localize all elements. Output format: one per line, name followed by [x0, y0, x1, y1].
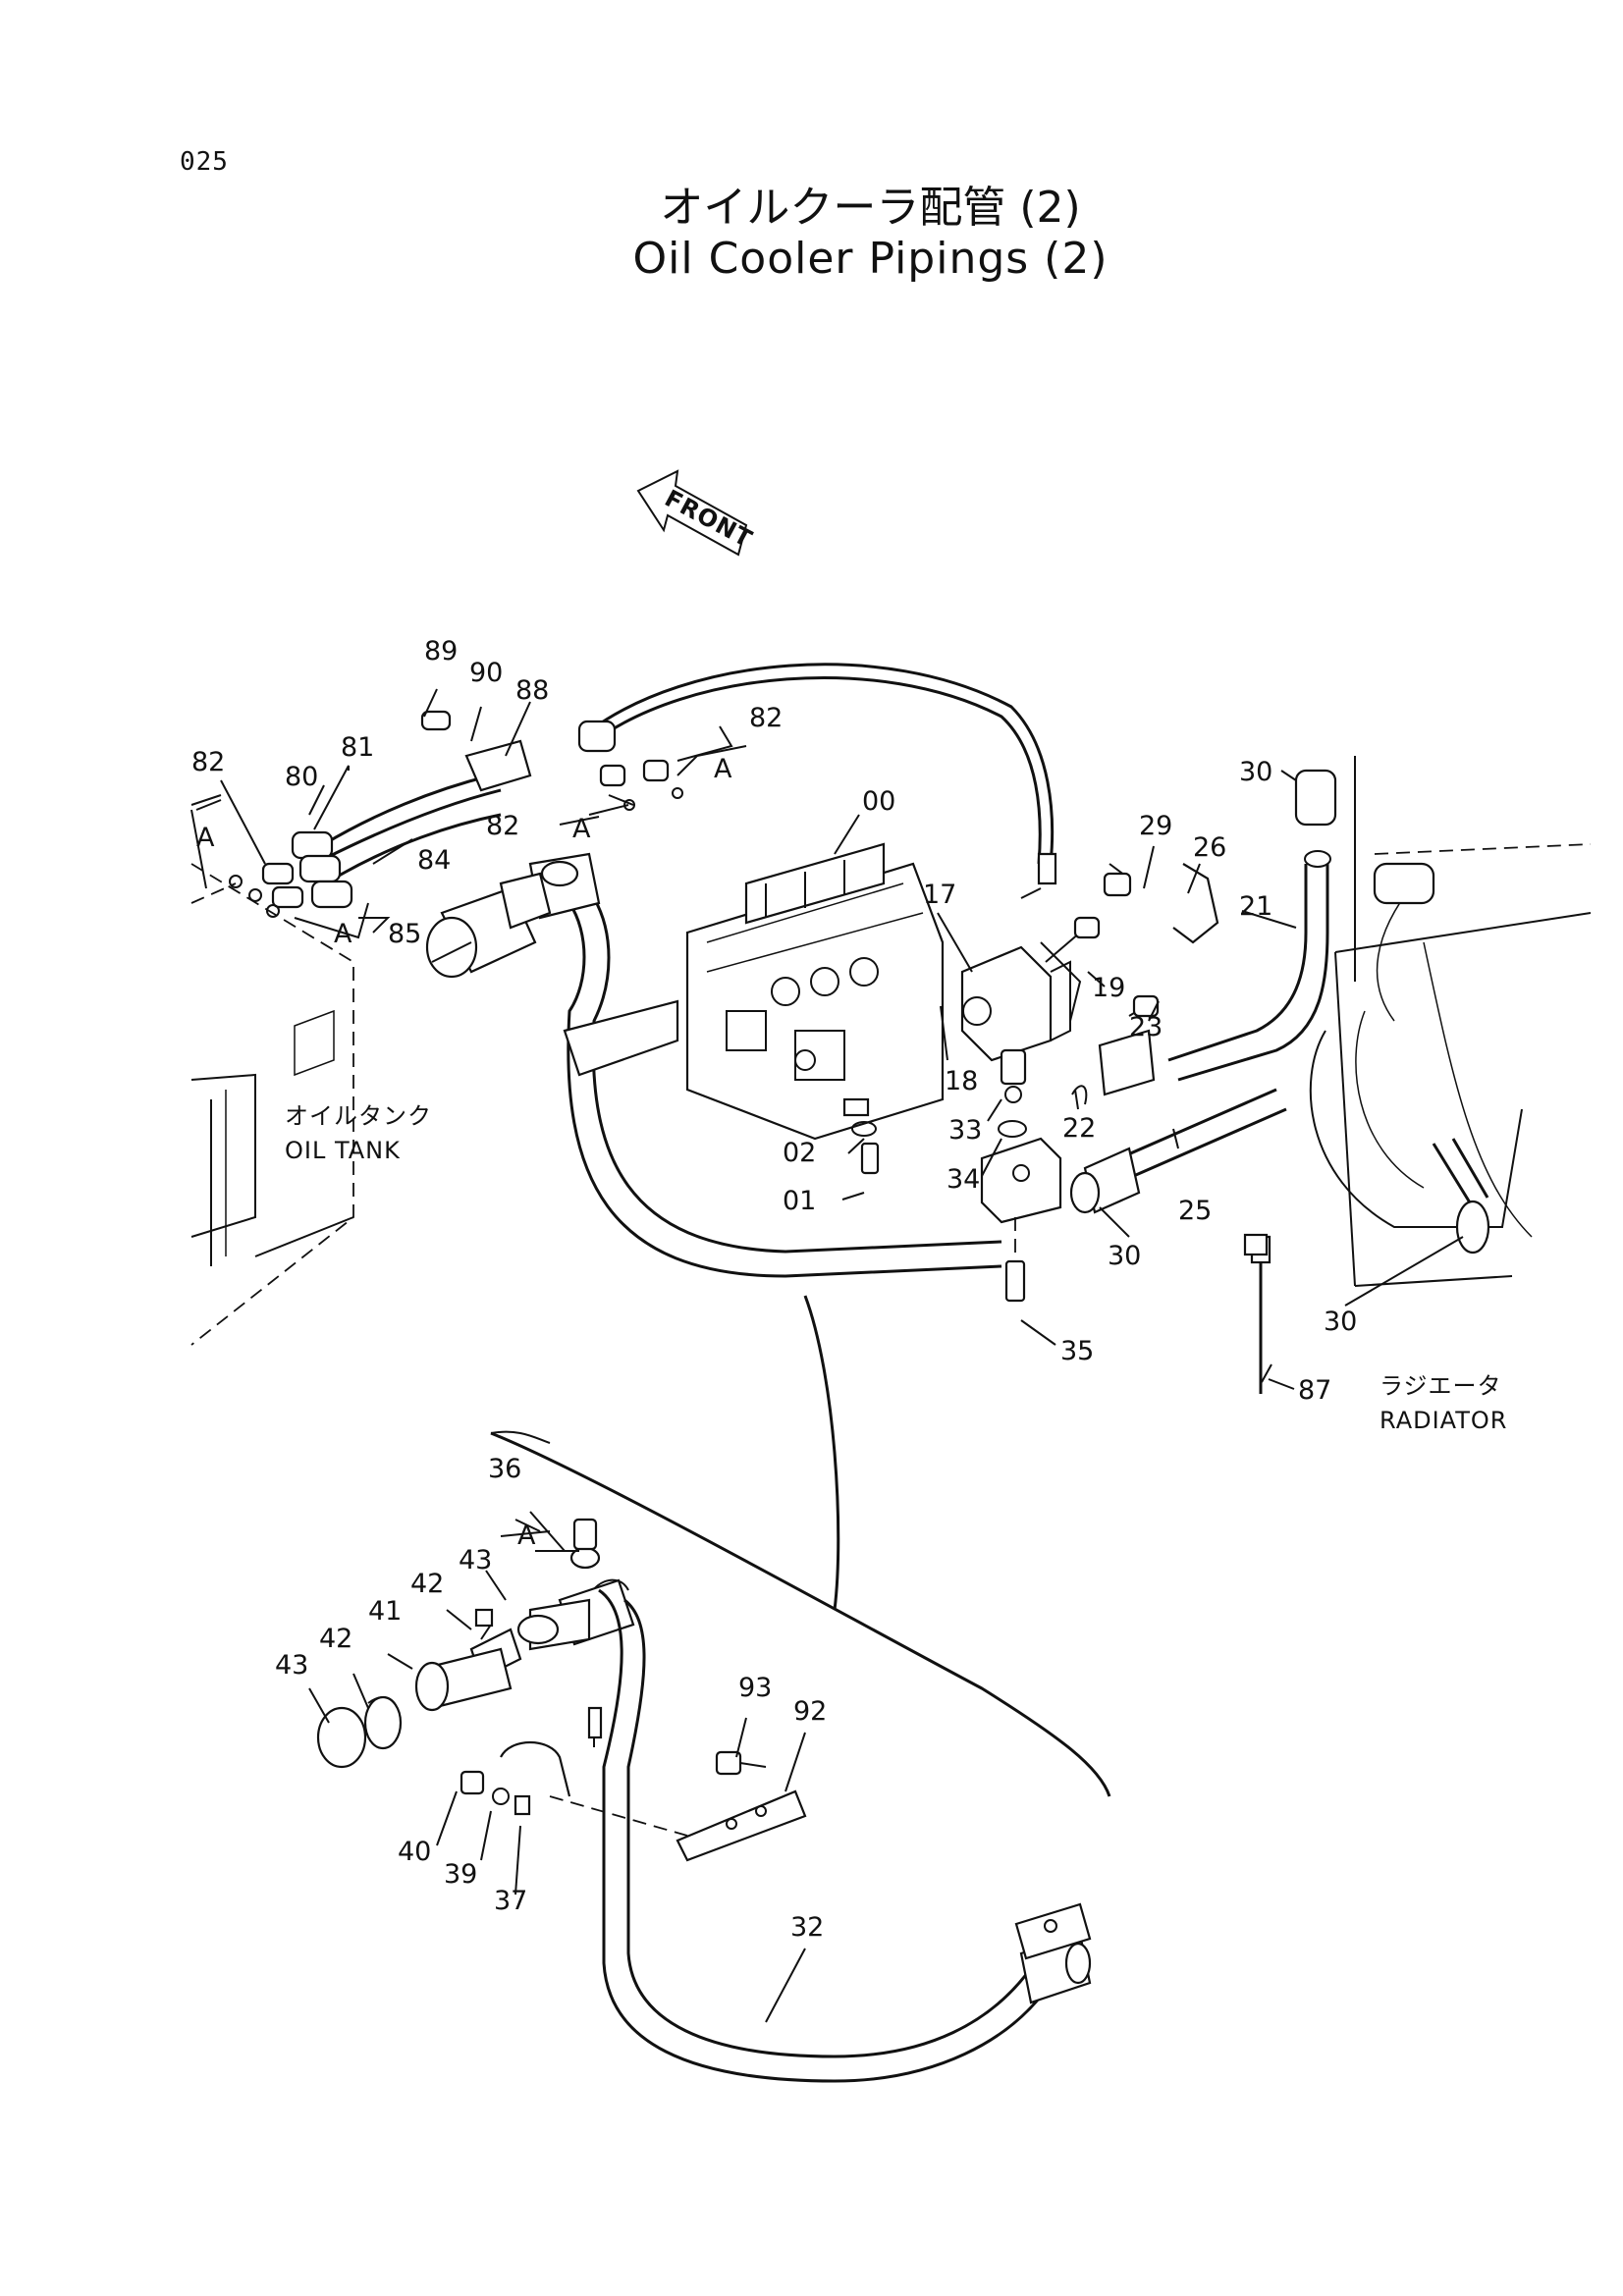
callout-34: 34 [947, 1164, 980, 1195]
callout-93: 93 [738, 1673, 772, 1703]
callout-02: 02 [783, 1138, 816, 1168]
callout-30-mid: 30 [1108, 1241, 1141, 1271]
callout-92: 92 [793, 1696, 827, 1727]
radiator-en-label: RADIATOR [1380, 1407, 1507, 1434]
title-english: Oil Cooler Pipings (2) [632, 234, 1109, 284]
callout-82-left: 82 [191, 747, 225, 777]
radiator [1309, 756, 1592, 1287]
suction-filter [425, 872, 552, 979]
callout-81: 81 [341, 732, 374, 763]
fittings-left [229, 710, 1057, 918]
callout-30-top: 30 [1239, 757, 1272, 787]
radiator-jp-label: ラジエータ [1380, 1372, 1502, 1400]
cable-tie [1243, 1233, 1269, 1256]
callout-87: 87 [1298, 1375, 1331, 1406]
connection-lines [490, 1295, 1111, 1797]
callout-a-4: A [334, 919, 352, 949]
callout-43-upper: 43 [459, 1545, 492, 1575]
hoses [323, 663, 1055, 881]
callout-01: 01 [783, 1186, 816, 1216]
callout-85: 85 [388, 919, 421, 949]
callout-21: 21 [1239, 891, 1272, 922]
callout-17: 17 [923, 880, 956, 910]
callout-41: 41 [368, 1596, 402, 1627]
lower-assembly [316, 1518, 1092, 2083]
callout-23: 23 [1129, 1012, 1163, 1042]
callout-42-upper: 42 [410, 1569, 444, 1599]
callout-35: 35 [1060, 1336, 1094, 1366]
oil-tank [190, 863, 354, 1346]
callout-33: 33 [948, 1115, 982, 1146]
callout-00: 00 [862, 786, 895, 817]
callout-42-lower: 42 [319, 1624, 352, 1654]
callout-a-2: A [572, 814, 591, 844]
callout-40: 40 [398, 1837, 431, 1867]
callout-22: 22 [1062, 1113, 1096, 1144]
callout-39: 39 [444, 1859, 477, 1890]
callout-82-mid: 82 [486, 811, 519, 841]
return-pipe [528, 852, 1002, 1278]
control-valve [685, 842, 945, 1141]
callout-18: 18 [945, 1066, 978, 1096]
page-number: 025 [180, 147, 229, 177]
leader-lines [190, 688, 1464, 2023]
callout-a-3: A [714, 754, 732, 784]
oil-tank-jp-label: オイルタンク [285, 1102, 432, 1130]
callout-88: 88 [515, 675, 549, 706]
callout-36: 36 [488, 1454, 521, 1484]
callout-26: 26 [1193, 832, 1226, 863]
callout-90: 90 [469, 658, 503, 688]
callout-89: 89 [424, 636, 458, 667]
callout-29: 29 [1139, 811, 1172, 841]
callout-a-5: A [517, 1521, 536, 1551]
callout-30-right: 30 [1324, 1307, 1357, 1337]
callout-84: 84 [417, 845, 451, 876]
callout-43-lower: 43 [275, 1650, 308, 1681]
title-japanese: オイルクーラ配管 (2) [660, 183, 1081, 233]
callout-80: 80 [285, 762, 318, 792]
section-a-brackets [190, 745, 747, 1552]
callout-19: 19 [1092, 973, 1125, 1003]
callout-a-1: A [196, 823, 215, 853]
front-arrow-icon: FRONT [636, 469, 757, 557]
callout-37: 37 [494, 1886, 527, 1916]
callout-25: 25 [1178, 1196, 1212, 1226]
bolts [851, 863, 1219, 1303]
callout-32: 32 [790, 1912, 824, 1943]
oil-tank-en-label: OIL TANK [285, 1137, 401, 1164]
relief-block [960, 941, 1082, 1062]
callout-82-top: 82 [749, 703, 783, 733]
